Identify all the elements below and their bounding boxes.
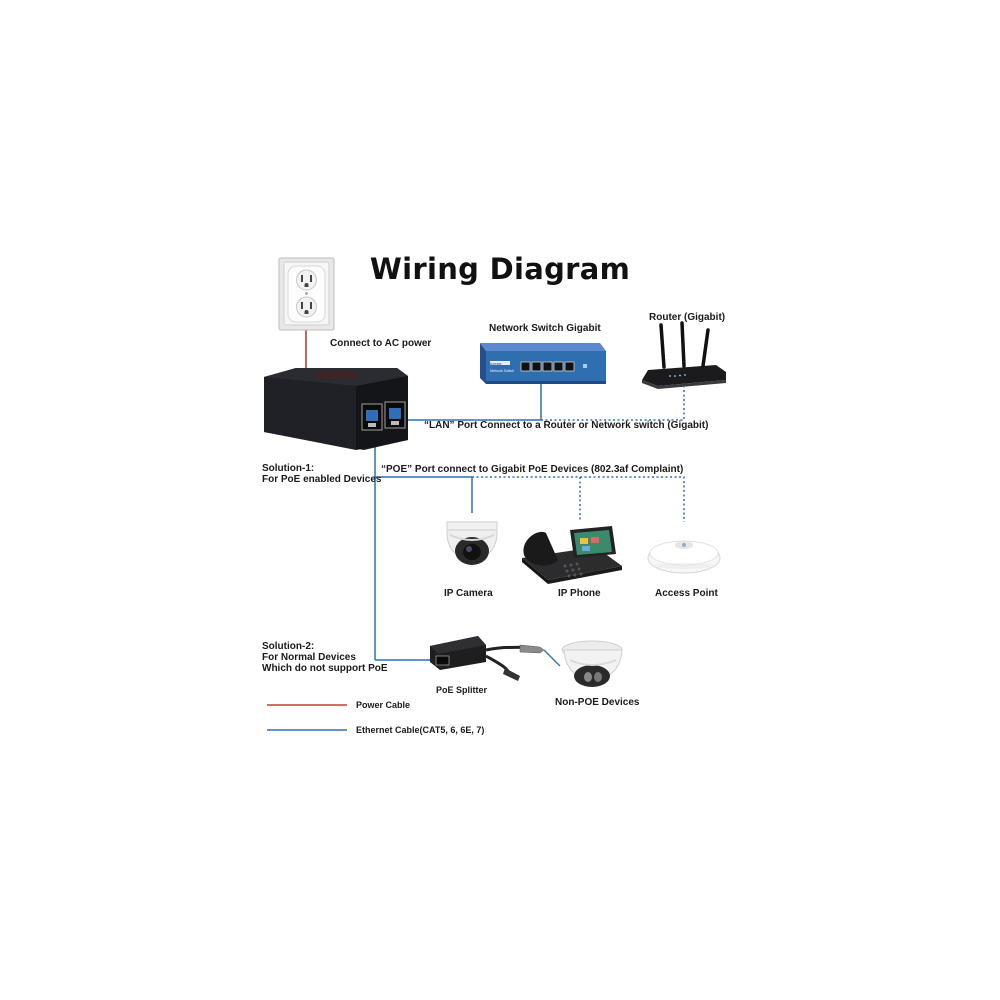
wall-outlet-icon: [278, 257, 335, 331]
router-icon: [642, 321, 726, 389]
network-switch-label: Network Switch Gigabit: [489, 323, 601, 334]
ip-camera-icon: [446, 521, 498, 565]
legend-power-label: Power Cable: [356, 700, 411, 710]
solution-2-desc-2: Which do not support PoE: [262, 663, 388, 674]
legend-ethernet-label: Ethernet Cable(CAT5, 6, 6E, 7): [356, 725, 485, 735]
access-point-label: Access Point: [655, 588, 718, 599]
solution-1-label: Solution-1: For PoE enabled Devices: [262, 463, 382, 485]
lan-cable-to-switch: [404, 383, 542, 421]
solution-2-desc-1: For Normal Devices: [262, 652, 356, 663]
poe-splitter-icon: [430, 636, 561, 681]
poe-port-label: “POE” Port connect to Gigabit PoE Device…: [381, 464, 684, 475]
poe-injector-icon: [264, 368, 408, 450]
solution-2-label: Solution-2: For Normal Devices Which do …: [262, 641, 388, 674]
solution-1-title: Solution-1:: [262, 463, 315, 474]
phone-ap-cable: [472, 476, 685, 522]
switch-brand-text: icrestx: [490, 361, 502, 366]
ip-phone-label: IP Phone: [558, 588, 601, 599]
ip-phone-icon: [522, 526, 622, 584]
router-label: Router (Gigabit): [649, 312, 726, 323]
switch-subtitle-text: Network Switch: [490, 369, 514, 373]
non-poe-devices-label: Non-POE Devices: [555, 697, 640, 708]
ac-power-label: Connect to AC power: [330, 338, 432, 349]
lan-port-label: “LAN” Port Connect to a Router or Networ…: [424, 420, 709, 431]
ip-camera-label: IP Camera: [444, 588, 493, 599]
diagram-title: Wiring Diagram: [369, 252, 631, 286]
solution-1-desc: For PoE enabled Devices: [262, 474, 382, 485]
network-switch-icon: [480, 343, 606, 384]
lan-cable-to-router: [541, 387, 685, 421]
access-point-icon: [647, 540, 721, 574]
poe-splitter-label: PoE Splitter: [436, 685, 488, 695]
solution-2-title: Solution-2:: [262, 641, 315, 652]
dome-camera-icon: [561, 640, 623, 687]
